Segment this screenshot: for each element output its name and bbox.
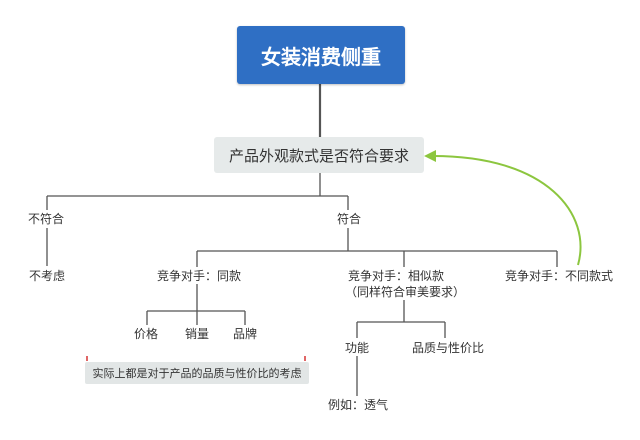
node-competitor-different: 竞争对手：不同款式 bbox=[505, 269, 614, 283]
node-competitor-similar-line2: （同样符合审美要求） bbox=[345, 285, 466, 299]
node-competitor-same: 竞争对手：同款 bbox=[157, 269, 242, 283]
node-quality-value: 品质与性价比 bbox=[412, 341, 485, 355]
question-node: 产品外观款式是否符合要求 bbox=[214, 137, 424, 173]
root-label: 女装消费侧重 bbox=[261, 44, 381, 69]
node-no-match: 不符合 bbox=[28, 212, 65, 226]
node-example-breathable: 例如：透气 bbox=[328, 398, 389, 412]
node-not-considered: 不考虑 bbox=[29, 269, 66, 283]
root-node: 女装消费侧重 bbox=[237, 26, 405, 84]
node-match: 符合 bbox=[337, 212, 362, 226]
note-label: 实际上都是对于产品的品质与性价比的考虑 bbox=[92, 367, 302, 380]
question-label: 产品外观款式是否符合要求 bbox=[228, 146, 409, 165]
loop-arrow-curve bbox=[429, 154, 582, 266]
node-sales: 销量 bbox=[185, 327, 210, 341]
node-brand: 品牌 bbox=[233, 327, 258, 341]
node-function: 功能 bbox=[345, 341, 370, 355]
loop-arrow-head bbox=[424, 150, 436, 162]
node-competitor-similar-line1: 竞争对手：相似款 bbox=[348, 269, 445, 283]
note-mark-right bbox=[304, 356, 306, 361]
note-box: 实际上都是对于产品的品质与性价比的考虑 bbox=[85, 362, 309, 384]
node-price: 价格 bbox=[134, 327, 159, 341]
note-mark-left bbox=[86, 356, 88, 361]
